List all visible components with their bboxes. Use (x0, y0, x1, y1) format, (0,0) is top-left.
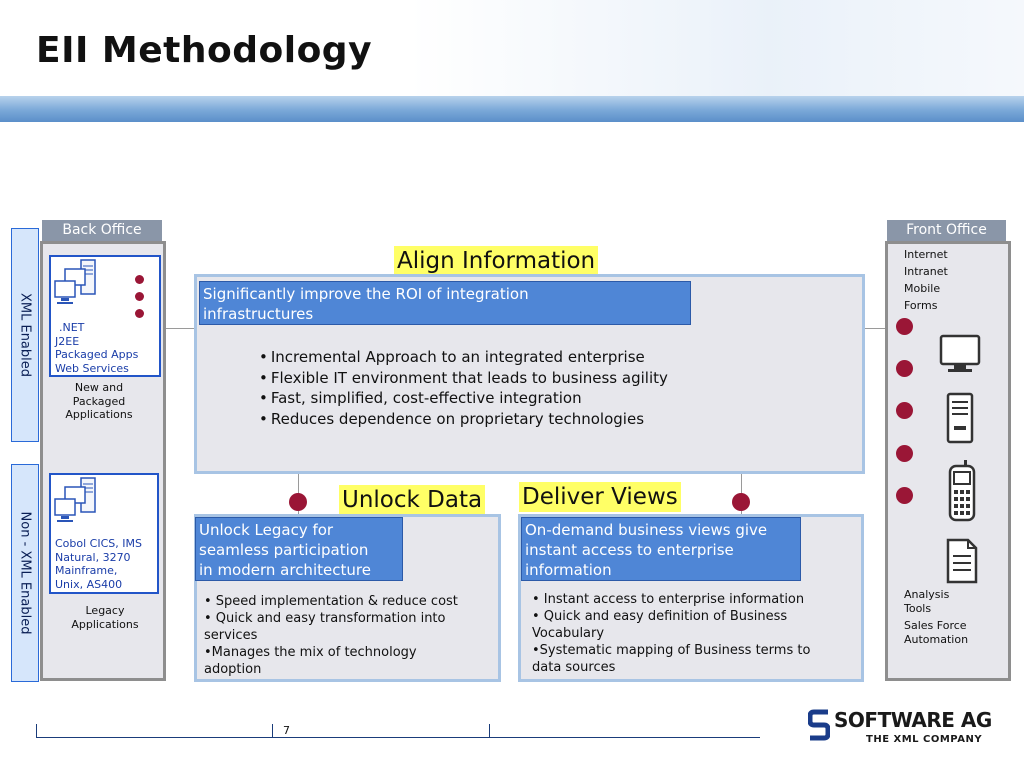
footer-line (36, 737, 760, 738)
legacy-apps-techs: Cobol CICS, IMS Natural, 3270 Mainframe,… (55, 537, 142, 591)
software-ag-logo-mark (808, 709, 830, 741)
bullet-dot (135, 309, 144, 318)
bullet-dot (896, 445, 913, 462)
bullet-dot (135, 292, 144, 301)
title-background (0, 0, 1024, 96)
computers-icon (54, 477, 96, 522)
legacy-apps-caption: Legacy Applications (71, 604, 139, 631)
back-office-panel: .NET J2EE Packaged Apps Web Services New… (40, 241, 166, 681)
footer-tick (272, 724, 273, 738)
tab-front-office: Front Office (887, 220, 1006, 241)
new-apps-techs: .NET J2EE Packaged Apps Web Services (55, 321, 139, 375)
server-tower-icon (946, 392, 974, 444)
unlock-panel: Unlock Legacy for seamless participation… (194, 514, 501, 682)
mobile-phone-icon (948, 460, 976, 522)
footer-tick (489, 724, 490, 738)
footer-tick (36, 724, 37, 738)
align-panel: Significantly improve the ROI of integra… (194, 274, 865, 474)
bullet-dot (289, 493, 307, 511)
deliver-header: On-demand business views give instant ac… (521, 517, 801, 581)
title-band (0, 96, 1024, 122)
list-item: Reduces dependence on proprietary techno… (259, 409, 668, 430)
unlock-bullet-list: • Speed implementation & reduce cost • Q… (204, 594, 458, 677)
deliver-title: Deliver Views (519, 482, 681, 512)
bullet-dot (896, 318, 913, 335)
deliver-bullet-list: • Instant access to enterprise informati… (532, 592, 811, 675)
front-office-panel: Internet Intranet Mobile Forms (885, 241, 1011, 681)
page-number: 7 (283, 724, 290, 737)
bullet-dot (135, 275, 144, 284)
monitor-icon (939, 334, 981, 372)
page-title: EII Methodology (36, 30, 373, 71)
list-item: Flexible IT environment that leads to bu… (259, 368, 668, 389)
new-apps-caption: New and Packaged Applications (65, 381, 133, 421)
align-title: Align Information (394, 246, 599, 276)
bullet-dot (732, 493, 750, 511)
unlock-title: Unlock Data (339, 485, 486, 515)
logo-sub-text: THE XML COMPANY (866, 734, 983, 745)
new-apps-box: .NET J2EE Packaged Apps Web Services (49, 255, 161, 377)
deliver-panel: On-demand business views give instant ac… (518, 514, 864, 682)
front-office-tools: Analysis Tools Sales Force Automation (904, 588, 969, 646)
list-item: Fast, simplified, cost-effective integra… (259, 388, 668, 409)
bullet-dot (896, 487, 913, 504)
software-ag-logo: SOFTWARE AG THE XML COMPANY (808, 708, 992, 748)
align-header: Significantly improve the ROI of integra… (199, 281, 691, 325)
computers-icon (54, 259, 96, 304)
xml-enabled-label: XML Enabled (11, 228, 39, 442)
legacy-apps-box: Cobol CICS, IMS Natural, 3270 Mainframe,… (49, 473, 159, 594)
bullet-dot (896, 360, 913, 377)
document-icon (946, 538, 978, 584)
connector-line (864, 328, 886, 329)
non-xml-enabled-label: Non - XML Enabled (11, 464, 39, 682)
front-office-channels: Internet Intranet Mobile Forms (904, 248, 948, 312)
logo-main-text: SOFTWARE AG (834, 708, 992, 732)
connector-line (166, 328, 196, 329)
align-bullet-list: Incremental Approach to an integrated en… (259, 347, 668, 429)
unlock-header: Unlock Legacy for seamless participation… (195, 517, 403, 581)
tab-back-office: Back Office (42, 220, 162, 241)
bullet-dot (896, 402, 913, 419)
list-item: Incremental Approach to an integrated en… (259, 347, 668, 368)
